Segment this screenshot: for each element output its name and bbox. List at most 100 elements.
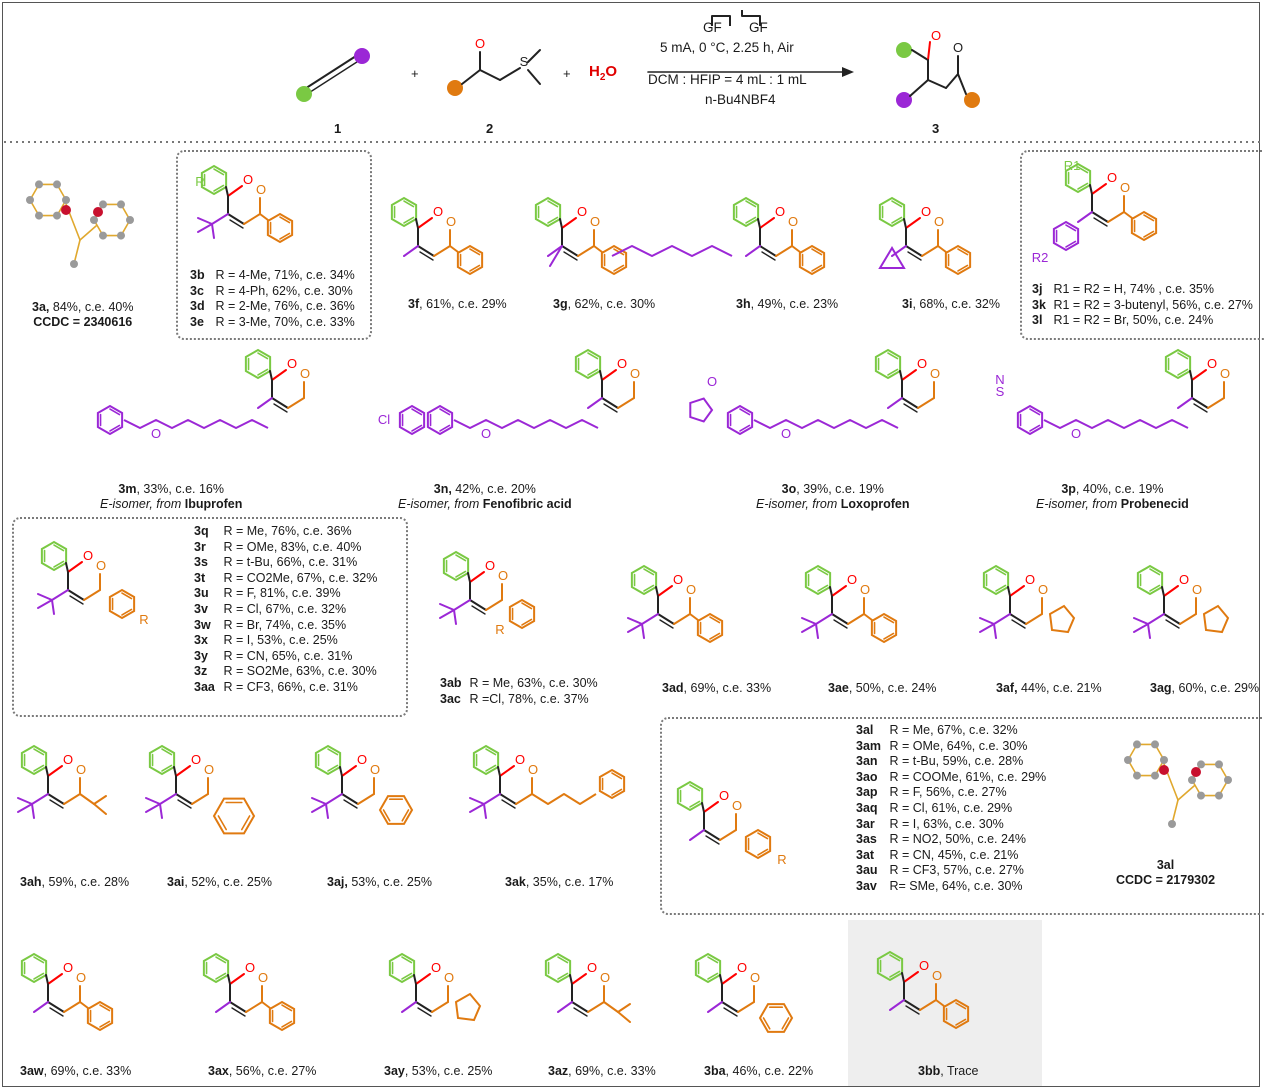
bond — [271, 397, 289, 409]
ibuprofen-aryl — [96, 404, 124, 436]
ring-inner-bond — [891, 200, 903, 208]
bond — [497, 766, 501, 777]
bond — [449, 245, 459, 253]
plus-sign-2: + — [563, 66, 571, 81]
bond — [229, 219, 244, 229]
bond — [469, 599, 487, 611]
ring-inner-bond — [485, 748, 497, 756]
aryl-ring-orange — [1130, 210, 1158, 242]
bond — [227, 974, 231, 985]
bond — [417, 245, 435, 257]
crystal-atom — [117, 231, 125, 240]
crystal-atom — [117, 200, 125, 209]
bond — [617, 1003, 631, 1013]
ring-inner-bond — [883, 616, 895, 624]
bond — [479, 69, 501, 81]
phenyl-ring-green — [630, 564, 658, 596]
bond — [1133, 617, 1149, 625]
tbutyl — [993, 613, 1011, 625]
ring-inner-bond — [521, 602, 533, 610]
ring-inner-bond — [643, 584, 655, 592]
bond — [501, 799, 516, 809]
carbonyl-bond — [341, 765, 357, 777]
phenyl-ring-green — [534, 196, 562, 228]
oxygen-atom: O — [300, 366, 310, 381]
bond — [341, 793, 359, 805]
bond — [469, 797, 485, 805]
ring-inner-bond — [611, 788, 623, 796]
bond — [63, 1001, 81, 1013]
ring-inner-bond — [757, 848, 769, 856]
bond — [527, 49, 541, 63]
probenecid-aryl — [1016, 404, 1044, 436]
ring-inner-bond — [707, 956, 719, 964]
ring-inner-bond — [1029, 408, 1041, 416]
oxygen-atom: O — [921, 204, 931, 219]
ring-inner-bond — [709, 616, 721, 624]
phenyl-ring-green — [804, 564, 832, 596]
bond — [831, 613, 849, 625]
carbonyl-bond — [229, 973, 245, 985]
compound-3ay-label: 3ay, 53%, c.e. 25% — [384, 1064, 493, 1078]
ring-inner-bond — [587, 368, 599, 376]
bond — [287, 397, 305, 409]
r-group-label: R — [495, 622, 504, 637]
bond — [673, 613, 691, 625]
bond — [231, 1007, 246, 1017]
ring-inner-bond — [817, 584, 829, 592]
oxygen-atom: O — [630, 366, 640, 381]
label-product-3: 3 — [932, 121, 940, 136]
carbonyl-bond — [47, 973, 63, 985]
tbutyl — [31, 793, 49, 805]
bond — [903, 403, 918, 413]
carbonyl-bond — [905, 217, 921, 229]
oxygen-atom: O — [63, 752, 73, 767]
bond — [979, 623, 995, 633]
carbonyl-bond — [703, 801, 719, 813]
crystal-bond — [1171, 799, 1179, 825]
oxygen-atom: O — [76, 970, 86, 985]
bond — [901, 397, 919, 409]
carbonyl-bond — [417, 217, 433, 229]
bond — [243, 213, 261, 225]
bond — [863, 613, 873, 621]
bond — [1091, 211, 1109, 223]
crystal-atom — [1215, 760, 1223, 769]
phenyl-ring-green — [20, 952, 48, 984]
aryl-ring-purple — [1052, 220, 1080, 252]
phenyl-ring-green — [732, 196, 760, 228]
bond — [357, 793, 375, 805]
ring-inner-bond — [739, 408, 751, 416]
ring-inner-bond — [995, 568, 1007, 576]
bond — [761, 251, 776, 261]
compound-3b-3e-list: 3b R = 4-Me, 71%, c.e. 34% 3c R = 4-Ph, … — [190, 268, 355, 329]
ring-inner-bond — [762, 1017, 771, 1030]
ring-inner-bond — [455, 554, 467, 562]
ring-inner-bond — [757, 832, 769, 840]
phenyl-ring-green — [472, 744, 500, 776]
bond — [927, 41, 931, 61]
green-substituent-ball — [296, 86, 312, 102]
electrode-label-left: GF — [703, 20, 722, 35]
ring-inner-bond — [1029, 424, 1041, 432]
compound-3ba-label: 3ba, 46%, c.e. 22% — [704, 1064, 814, 1078]
ring-inner-bond — [709, 632, 721, 640]
bond — [93, 795, 107, 805]
bond — [67, 589, 85, 601]
methyl-substituent — [1177, 397, 1193, 409]
thiazole-ring — [1202, 604, 1230, 634]
bond — [469, 803, 485, 813]
bond — [339, 766, 343, 777]
bond — [499, 67, 521, 81]
oxygen-atom: O — [847, 572, 857, 587]
ring-inner-bond — [1149, 568, 1161, 576]
compound-3ae-label: 3ae, 50%, c.e. 24% — [828, 681, 937, 695]
condition-line-1: 5 mA, 0 °C, 2.25 h, Air — [660, 40, 794, 55]
bond — [431, 1001, 449, 1013]
bond — [225, 186, 229, 197]
methyl-substituent — [557, 1001, 573, 1013]
electrode-symbol — [711, 15, 731, 26]
aryl-ring-orange — [108, 588, 136, 620]
compound-3a-label: 3a, 84%, c.e. 40% CCDC = 2340616 — [32, 300, 134, 329]
label-reactant-1: 1 — [334, 121, 342, 136]
